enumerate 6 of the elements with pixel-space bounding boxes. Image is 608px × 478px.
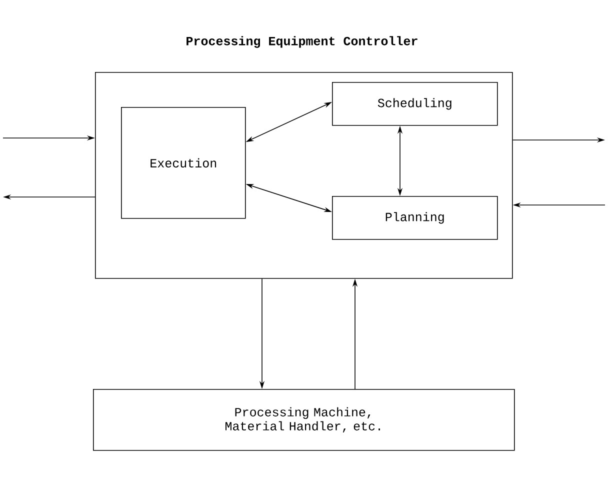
- title: Processing Equipment Controller: [186, 36, 418, 48]
- process-box: Execution: [121, 107, 246, 219]
- process-box: Planning: [332, 196, 498, 240]
- process-box: Scheduling: [332, 82, 498, 126]
- controller-box: [95, 72, 513, 279]
- machine-box: Processing Machine, Material Handler, etc.: [93, 389, 515, 451]
